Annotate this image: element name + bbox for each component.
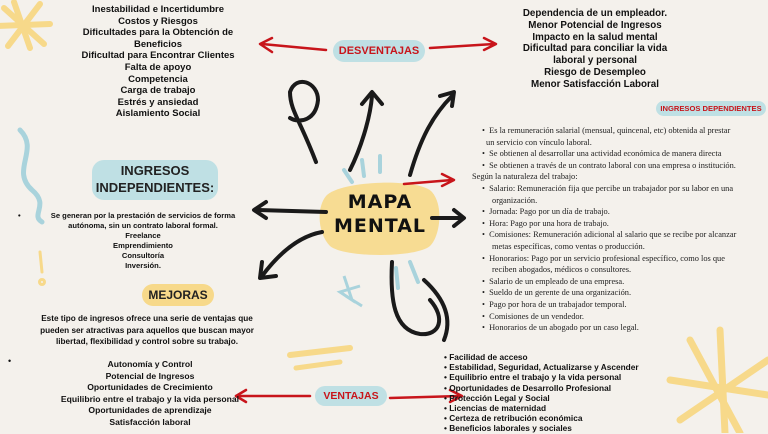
desventajas-label: DESVENTAJAS	[333, 40, 425, 62]
sparkle-decoration	[0, 0, 53, 51]
nature-item: Pago por hora de un trabajador temporal.	[489, 299, 627, 309]
list-item: Competencia	[128, 73, 188, 85]
nature-item: Salario de un empleado de una empresa.	[489, 276, 625, 286]
list-item: Beneficios	[133, 38, 183, 50]
list-item: Menor Potencial de Ingresos	[528, 19, 662, 31]
list-item: Carga de trabajo	[120, 85, 196, 97]
type-item: Inversión.	[125, 261, 161, 270]
list-item: Potencial de Ingresos	[105, 370, 195, 381]
list-item: Oportunidades de Crecimiento	[87, 382, 213, 392]
def2: Se obtienen al desarrollar una actividad…	[489, 149, 722, 159]
list-item: Dificultad para Encontrar Clientes	[81, 50, 235, 62]
def3: Se obtienen a través de un contrato labo…	[489, 160, 736, 170]
ventajas-left-list: Autonomía y Control Potencial de Ingreso…	[40, 359, 260, 428]
mejoras-line2: pueden ser atractivas para aquellos que …	[40, 325, 254, 335]
nature-item: Hora: Pago por una hora de trabajo.	[489, 218, 609, 228]
type-item: Freelance	[125, 231, 161, 240]
independientes-label-line1: INGRESOS	[120, 163, 190, 178]
list-item: Dificultad para conciliar la vida	[522, 43, 668, 55]
list-item: Oportunidades de aprendizaje	[88, 405, 212, 415]
list-item: Facilidad de acceso	[444, 352, 684, 362]
def1-line2: un servicio con vínculo laboral.	[486, 137, 592, 147]
independientes-label-line2: INDEPENDIENTES:	[95, 180, 215, 195]
list-item: Beneficios laborales y sociales	[444, 423, 684, 433]
mejoras-text: Este tipo de ingresos ofrece una serie d…	[12, 313, 282, 348]
list-item: Protección Legal y Social	[444, 393, 684, 403]
center-highlight	[319, 182, 440, 255]
list-item: Licencias de maternidad	[444, 403, 684, 413]
def1-line1: Es la remuneración salarial (mensual, qu…	[489, 126, 731, 135]
list-item: Costos y Riesgos	[118, 15, 198, 27]
nature-item: Honorarios de un abogado por un caso leg…	[489, 323, 639, 333]
desventajas-left-list: Inestabilidad e Incertidumbre Costos y R…	[62, 4, 254, 120]
definition-line1: Se generan por la prestación de servicio…	[50, 211, 236, 220]
bullet-dot: •	[8, 356, 12, 366]
nature-item: Comisiones: Remuneración adicional al sa…	[489, 230, 737, 240]
list-item: laboral y personal	[553, 55, 637, 67]
definition-line2: autónoma, sin un contrato laboral formal…	[68, 221, 218, 230]
list-item: Riesgo de Desempleo	[544, 66, 646, 78]
list-item: Satisfacción laboral	[109, 416, 191, 427]
list-item: Equilibrio entre el trabajo y la vida pe…	[444, 372, 684, 382]
mejoras-label: MEJORAS	[142, 284, 214, 306]
type-item: Consultoría	[121, 251, 165, 260]
center-title-line1: MAPA	[347, 191, 413, 213]
nature-item: Jornada: Pago por un día de trabajo.	[489, 207, 610, 217]
center-title-line2: MENTAL	[333, 215, 427, 237]
desventajas-right-list: Dependencia de un empleador. Menor Poten…	[500, 8, 690, 91]
nature-item: reciben abogados, médicos o consultores.	[492, 265, 632, 275]
independientes-label: INGRESOS INDEPENDIENTES:	[92, 160, 218, 200]
list-item: Certeza de retribución económica	[444, 413, 684, 423]
list-item: Estabilidad, Seguridad, Actualizarse y A…	[444, 362, 684, 372]
nature-item: Salario: Remuneración fija que percibe u…	[489, 183, 734, 193]
type-item: Emprendimiento	[113, 241, 173, 250]
exclamation-icon	[38, 250, 46, 286]
nature-item: organización.	[492, 195, 538, 205]
nature-item: Sueldo de un gerente de una organización…	[489, 288, 632, 298]
list-item: Aislamiento Social	[115, 108, 201, 120]
mejoras-line3: libertad, flexibilidad y control sobre s…	[56, 337, 238, 346]
nature-item: Honorarios: Pago por un servicio profesi…	[489, 253, 725, 263]
list-item: Dependencia de un empleador.	[522, 8, 668, 19]
ventajas-label: VENTAJAS	[315, 386, 387, 406]
list-item: Equilibrio entre el trabajo y la vida pe…	[60, 393, 240, 404]
nature-intro: Según la naturaleza del trabajo:	[472, 172, 578, 182]
list-item: Impacto en la salud mental	[532, 31, 658, 43]
list-item: Inestabilidad e Incertidumbre	[92, 4, 224, 15]
list-item: Falta de apoyo	[124, 61, 192, 73]
list-item: Autonomía y Control	[107, 359, 193, 369]
list-item: Menor Satisfacción Laboral	[531, 78, 659, 90]
dependientes-body: • Es la remuneración salarial (mensual, …	[472, 125, 768, 334]
mejoras-line1: Este tipo de ingresos ofrece una serie d…	[41, 314, 253, 323]
squiggle-decoration	[17, 127, 45, 225]
sparkle-decoration	[666, 326, 768, 433]
nature-item: Comisiones de un vendedor.	[489, 311, 585, 321]
independientes-definition: •Se generan por la prestación de servici…	[8, 211, 278, 271]
list-item: Oportunidades de Desarrollo Profesional	[444, 383, 684, 393]
list-item: Dificultades para la Obtención de	[82, 27, 234, 39]
list-item: Estrés y ansiedad	[117, 96, 199, 108]
nature-item: metas específicas, como ventas o producc…	[492, 241, 645, 251]
ventajas-right-list: Facilidad de acceso Estabilidad, Segurid…	[444, 352, 684, 434]
dependientes-label: INGRESOS DEPENDIENTES	[656, 101, 766, 116]
center-title: MAPA MENTAL	[330, 190, 430, 238]
